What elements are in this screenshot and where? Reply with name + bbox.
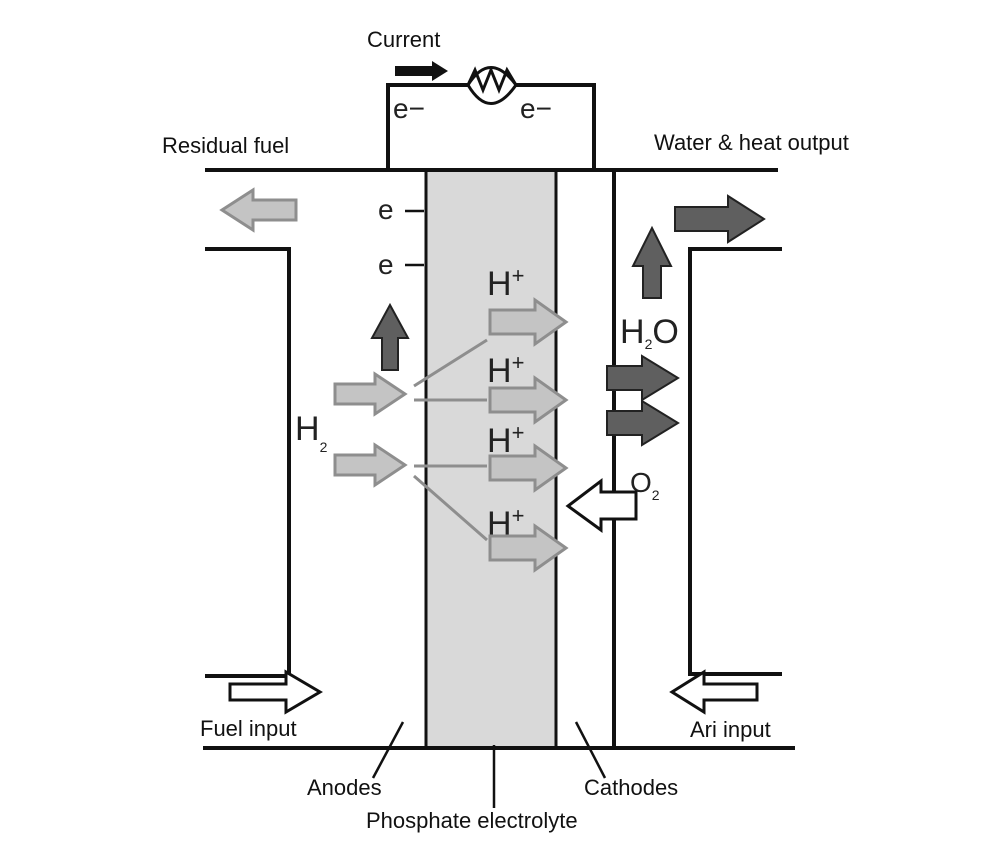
label-water-heat-output: Water & heat output xyxy=(654,130,849,155)
water-arrow-1 xyxy=(606,354,680,402)
current-arrow-icon xyxy=(395,61,448,81)
anode-chamber-wall xyxy=(205,247,291,678)
label-cathodes: Cathodes xyxy=(584,775,678,800)
electron-label-left: e− xyxy=(393,93,425,124)
air-input-arrow xyxy=(669,669,759,715)
electron-label-anode-1: e xyxy=(378,194,394,225)
residual-fuel-arrow xyxy=(219,187,298,233)
h2-arrow-2 xyxy=(333,442,408,488)
electron-label-right: e− xyxy=(520,93,552,124)
leader-cathodes xyxy=(574,721,607,779)
label-residual-fuel: Residual fuel xyxy=(162,133,289,158)
reaction-lines xyxy=(413,338,488,542)
hydrogen-arrows xyxy=(219,187,569,573)
water-heat-output-arrow xyxy=(674,194,766,244)
label-air-input: Ari input xyxy=(690,717,771,742)
water-label: H2O xyxy=(620,313,679,352)
water-arrow-2 xyxy=(606,399,680,447)
proton-arrow-4 xyxy=(488,523,569,573)
proton-arrow-1 xyxy=(488,297,569,347)
electron-label-anode-2: e xyxy=(378,249,394,280)
electron-up-arrow xyxy=(370,302,410,371)
resistor-icon xyxy=(466,65,518,105)
label-electrolyte: Phosphate electrolyte xyxy=(366,808,578,833)
proton-label-3: H+ xyxy=(487,420,524,460)
fuel-input-arrow xyxy=(228,669,323,715)
external-circuit xyxy=(386,83,468,170)
cathode-chamber-wall xyxy=(688,247,782,676)
proton-arrow-3 xyxy=(488,443,569,493)
oxygen-label: O2 xyxy=(630,467,660,503)
hydrogen-label: H2 xyxy=(295,410,328,455)
proton-label-2: H+ xyxy=(487,350,524,390)
h2-arrow-1 xyxy=(333,371,408,417)
label-current: Current xyxy=(367,27,440,52)
outlined-arrows xyxy=(228,477,759,715)
proton-label-1: H+ xyxy=(487,263,524,303)
oxygen-arrow xyxy=(565,477,638,533)
water-arrows xyxy=(370,194,766,447)
proton-arrow-2 xyxy=(488,375,569,425)
label-fuel-input: Fuel input xyxy=(200,716,297,741)
water-up-arrow xyxy=(631,225,673,299)
label-anodes: Anodes xyxy=(307,775,382,800)
leader-anodes xyxy=(371,721,405,779)
external-circuit-right xyxy=(516,83,596,170)
